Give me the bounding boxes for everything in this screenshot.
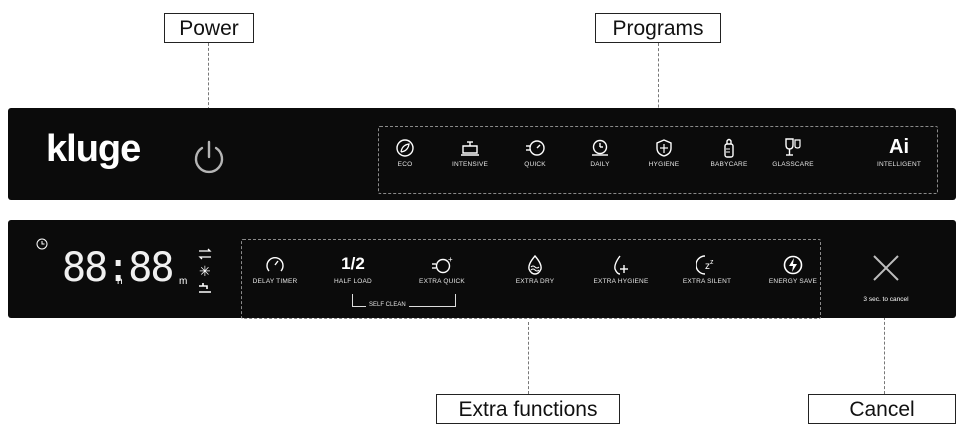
program-eco[interactable]: ECO [370,133,440,168]
function-energy-save[interactable]: ENERGY SAVE [758,250,828,285]
self-clean-label: SELF CLEAN [366,302,409,308]
function-label: EXTRA DRY [515,278,555,285]
programs-callout: Programs [595,13,721,43]
program-glasscare[interactable]: GLASSCARE [758,133,828,168]
timer-icon [240,250,310,278]
function-extra-hygiene[interactable]: EXTRA HYGIENE [586,250,656,285]
extra-functions-group [241,239,821,319]
programs-group [378,126,938,194]
shield-icon [629,133,699,161]
svg-text:z: z [705,261,710,272]
svg-text:+: + [448,255,453,264]
daily-icon [565,133,635,161]
hour-unit: h [117,276,123,287]
power-button[interactable] [190,138,228,176]
extra-functions-leader [528,322,529,394]
program-label: HYGIENE [648,161,680,168]
cancel-leader [884,312,885,394]
program-label: DAILY [590,161,610,168]
cancel-hint: 3 sec. to cancel [863,296,909,303]
function-extra-quick[interactable]: + EXTRA QUICK [407,250,477,285]
function-extra-dry[interactable]: EXTRA DRY [500,250,570,285]
function-label: HALF LOAD [334,278,372,285]
program-label: ECO [397,161,413,168]
power-icon [194,140,224,174]
ai-icon: Ai [889,136,909,158]
svg-text:z: z [710,259,714,266]
program-label: GLASSCARE [772,161,814,168]
function-label: DELAY TIMER [252,278,298,285]
energy-save-icon [758,250,828,278]
function-label: EXTRA HYGIENE [593,278,649,285]
rinse-aid-icon [198,248,212,262]
program-label: INTELLIGENT [876,161,922,168]
power-callout: Power [164,13,254,43]
bottle-icon [694,133,764,161]
programs-leader [658,43,659,128]
time-display: 88:88 [62,245,174,291]
water-tap-icon [198,282,212,296]
function-label: EXTRA QUICK [419,278,465,285]
brand-logo: kluge [46,128,141,170]
extra-functions-callout: Extra functions [436,394,620,424]
cancel-button[interactable] [866,248,906,288]
cancel-callout: Cancel [808,394,956,424]
extra-dry-icon [500,250,570,278]
program-hygiene[interactable]: HYGIENE [629,133,699,168]
program-intensive[interactable]: INTENSIVE [435,133,505,168]
program-label: BABYCARE [710,161,748,168]
program-quick[interactable]: QUICK [500,133,570,168]
glass-icon [758,133,828,161]
clock-icon [36,238,48,252]
salt-icon: ✳ [199,263,211,279]
leaf-icon [370,133,440,161]
function-half-load[interactable]: 1/2 HALF LOAD [318,250,388,285]
close-icon [873,255,899,281]
function-label: EXTRA SILENT [682,278,732,285]
extra-quick-icon: + [407,250,477,278]
program-intelligent[interactable]: Ai INTELLIGENT [869,133,929,168]
power-leader [208,43,209,115]
minute-unit: m [179,276,188,287]
function-label: ENERGY SAVE [768,278,818,285]
program-daily[interactable]: DAILY [565,133,635,168]
program-babycare[interactable]: BABYCARE [694,133,764,168]
pot-icon [435,133,505,161]
extra-hygiene-icon [586,250,656,278]
function-delay-timer[interactable]: DELAY TIMER [240,250,310,285]
program-label: QUICK [524,161,546,168]
quick-icon [500,133,570,161]
top-control-panel: kluge ECO INTENSIVE QUICK DAILY HYGIENE … [8,108,956,200]
program-label: INTENSIVE [451,161,489,168]
half-load-icon: 1/2 [341,254,365,273]
bottom-control-panel: 88:88 h m ✳ DELAY TIMER 1/2 HALF LOAD + … [8,220,956,319]
